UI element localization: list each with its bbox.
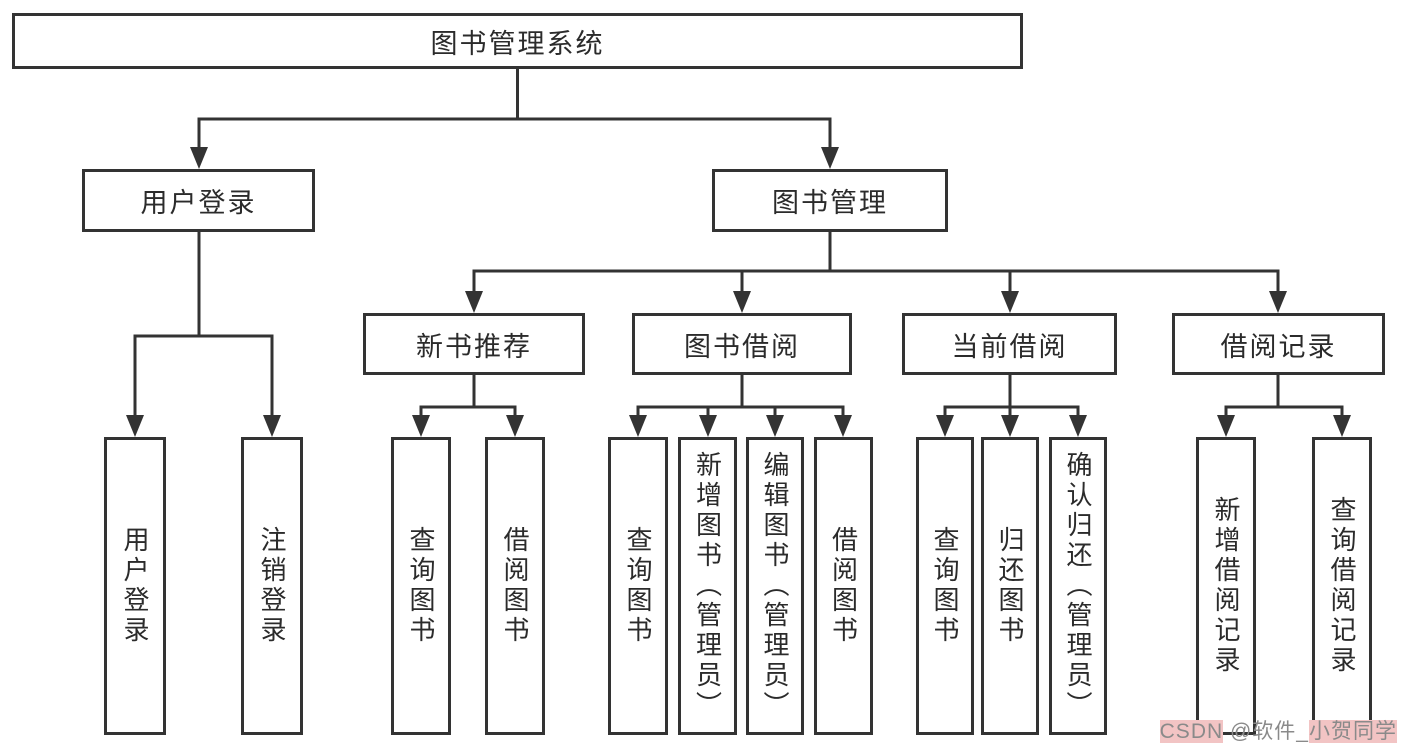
leaf-add-book-admin: 新增图书（管理员） — [678, 437, 737, 735]
arrowhead — [1001, 415, 1019, 437]
node-borrow-records: 借阅记录 — [1172, 313, 1385, 375]
leaf-borrow-books: 借阅图书 — [814, 437, 873, 735]
watermark-segment: CSDN — [1159, 720, 1224, 743]
leaf-query-books-recommend: 查询图书 — [391, 437, 451, 735]
leaf-user-login: 用户登录 — [104, 437, 166, 735]
arrowhead — [1069, 415, 1087, 437]
connector-bookmgmt-to-level3 — [472, 232, 1280, 299]
arrowhead — [506, 415, 524, 437]
arrowhead — [766, 415, 784, 437]
connector-borrowrecords-to-leaves — [1224, 375, 1344, 423]
arrowhead — [1269, 291, 1287, 313]
node-book-management: 图书管理 — [712, 169, 948, 232]
arrowhead — [629, 415, 647, 437]
leaf-add-borrow-record: 新增借阅记录 — [1196, 437, 1256, 735]
node-book-borrow: 图书借阅 — [632, 313, 852, 375]
connector-userlogin-to-leaves — [133, 232, 274, 423]
arrowhead — [733, 291, 751, 313]
leaf-edit-book-admin: 编辑图书（管理员） — [746, 437, 804, 735]
arrowhead — [699, 415, 717, 437]
arrowhead — [263, 415, 281, 437]
leaf-query-books-current: 查询图书 — [916, 437, 974, 735]
arrowhead — [1333, 415, 1351, 437]
watermark-segment: 小贺同学 — [1309, 720, 1397, 743]
arrowhead — [1001, 291, 1019, 313]
leaf-confirm-return-admin: 确认归还（管理员） — [1049, 437, 1107, 735]
leaf-query-borrow-record: 查询借阅记录 — [1312, 437, 1372, 735]
leaf-borrow-books-recommend: 借阅图书 — [485, 437, 545, 735]
arrowhead — [126, 415, 144, 437]
arrowhead — [936, 415, 954, 437]
arrowhead — [821, 147, 839, 169]
watermark-segment: @软件_ — [1223, 720, 1309, 743]
node-library-system: 图书管理系统 — [12, 13, 1023, 69]
arrowhead — [412, 415, 430, 437]
arrowhead — [190, 147, 208, 169]
leaf-return-book: 归还图书 — [981, 437, 1039, 735]
node-user-login: 用户登录 — [82, 169, 315, 232]
connector-bookborrow-to-leaves — [636, 375, 845, 423]
arrowhead — [1217, 415, 1235, 437]
node-new-book-recommend: 新书推荐 — [363, 313, 585, 375]
arrowhead — [834, 415, 852, 437]
connector-newbooks-to-leaves — [419, 375, 517, 423]
leaf-logout: 注销登录 — [241, 437, 303, 735]
leaf-query-books-borrow: 查询图书 — [608, 437, 668, 735]
node-current-borrow: 当前借阅 — [902, 313, 1117, 375]
connector-root-to-level2 — [197, 69, 832, 155]
csdn-watermark: CSDN @软件_小贺同学 — [1159, 715, 1397, 745]
arrowheads — [126, 147, 1351, 437]
arrowhead — [465, 291, 483, 313]
